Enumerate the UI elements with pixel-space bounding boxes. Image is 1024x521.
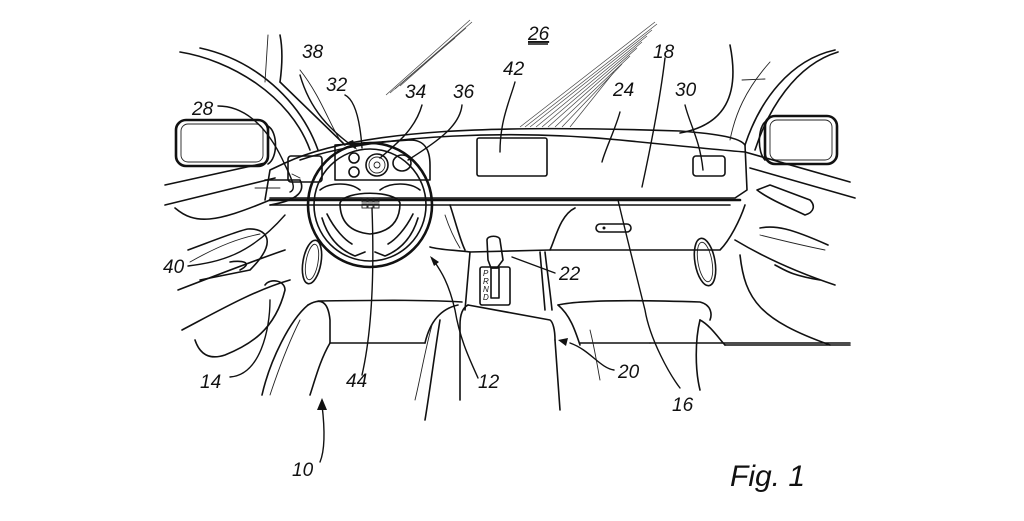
gear-position-r: R xyxy=(483,277,489,286)
ref-10: 10 xyxy=(292,460,314,481)
ref-42: 42 xyxy=(503,59,525,80)
center-display xyxy=(476,137,548,177)
arrowhead-12 xyxy=(430,256,439,266)
ref-32: 32 xyxy=(326,75,348,96)
gear-position-p: P xyxy=(483,269,489,278)
figure-label: Fig. 1 xyxy=(730,460,805,493)
ref-20: 20 xyxy=(617,362,640,383)
ref-12: 12 xyxy=(478,372,500,393)
windshield-glare-left xyxy=(385,19,473,96)
steering-wheel-logo-icon xyxy=(361,197,380,209)
right-side-mirror xyxy=(758,114,839,166)
arrowhead-38 xyxy=(348,140,357,150)
ref-34: 34 xyxy=(405,82,426,103)
ref-28: 28 xyxy=(191,99,214,120)
ref-38: 38 xyxy=(302,42,324,63)
ref-22: 22 xyxy=(558,264,581,285)
glove-box xyxy=(549,204,746,251)
windshield-glare-right xyxy=(519,21,658,128)
steering-wheel[interactable] xyxy=(306,141,434,269)
leader-lines xyxy=(187,57,704,463)
ref-16: 16 xyxy=(672,395,694,416)
gear-position-n: N xyxy=(483,285,489,294)
ref-18: 18 xyxy=(653,42,675,63)
instrument-cluster xyxy=(334,139,431,181)
right-door-panel xyxy=(693,151,856,346)
ref-44: 44 xyxy=(346,371,367,392)
left-door-panel xyxy=(164,162,323,358)
ref-30: 30 xyxy=(675,80,697,101)
gear-position-d: D xyxy=(483,293,489,302)
gear-selector[interactable]: P R N D xyxy=(479,235,511,306)
reference-numerals: 26 38 32 34 36 42 18 24 30 28 40 22 14 4… xyxy=(163,24,697,481)
ref-24: 24 xyxy=(612,80,634,101)
ref-36: 36 xyxy=(453,82,475,103)
ref-40: 40 xyxy=(163,257,185,278)
center-console xyxy=(429,204,553,311)
right-air-vent xyxy=(692,155,726,177)
arrowhead-20 xyxy=(558,338,568,346)
left-side-mirror xyxy=(174,118,277,168)
ref-26: 26 xyxy=(527,24,550,45)
left-a-pillar xyxy=(179,34,346,151)
front-seats xyxy=(261,299,851,421)
ref-14: 14 xyxy=(200,372,221,393)
arrowhead-10 xyxy=(317,398,327,410)
